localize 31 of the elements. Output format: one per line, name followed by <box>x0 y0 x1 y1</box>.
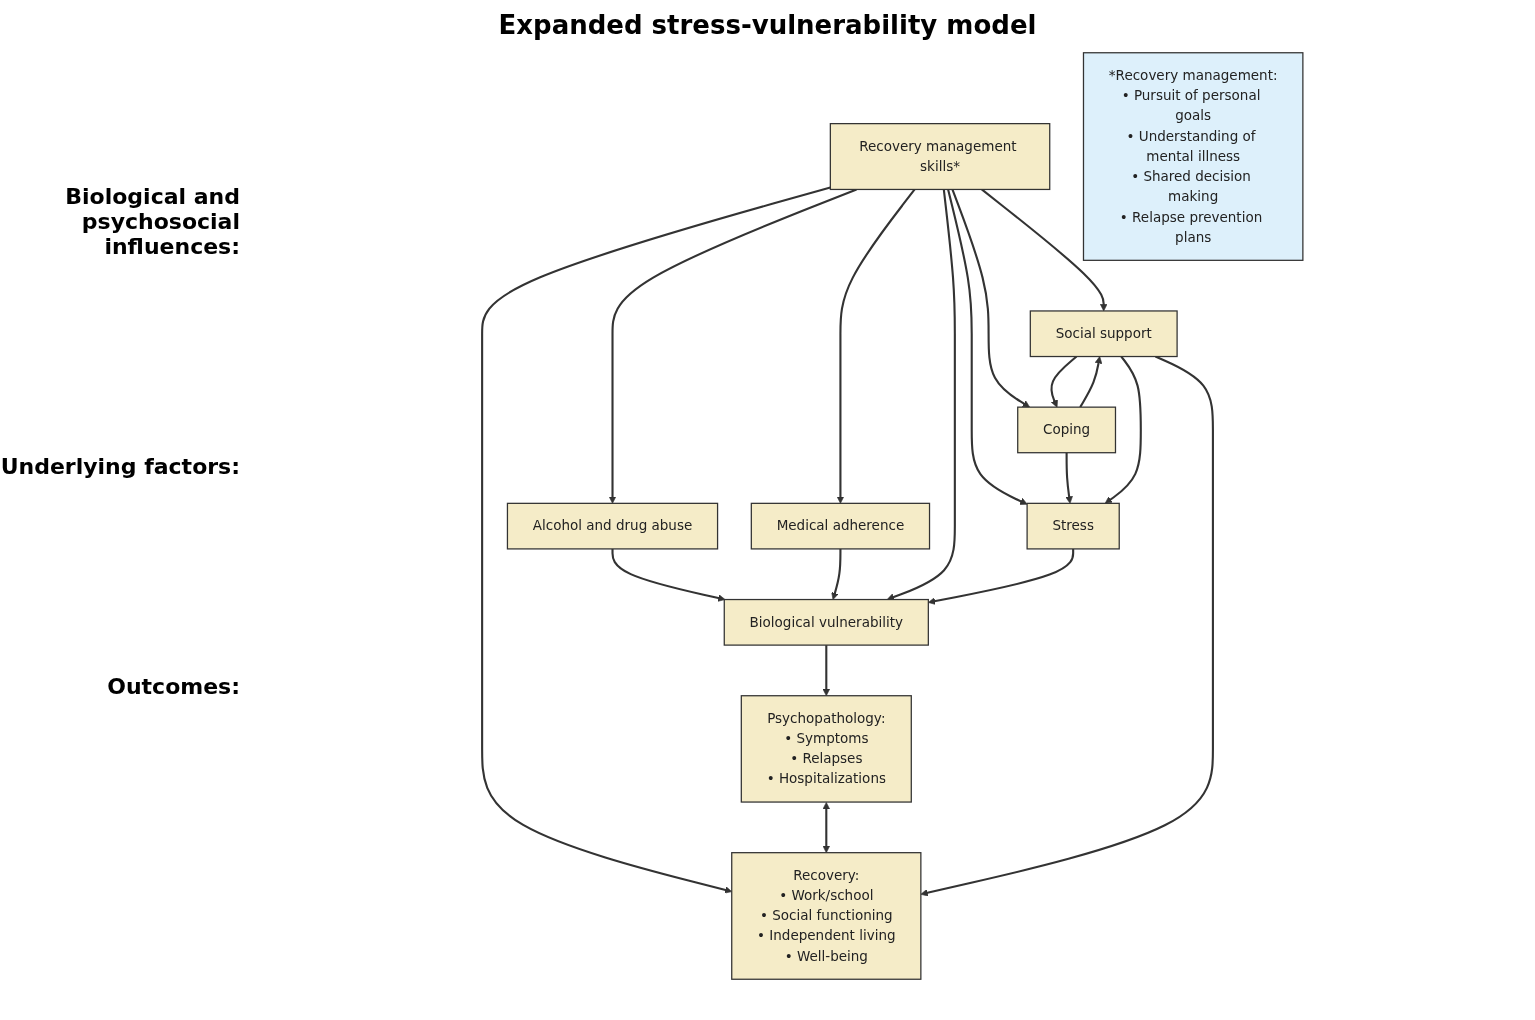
arrow <box>920 355 1214 897</box>
arrow <box>608 188 857 504</box>
arrow <box>1065 452 1073 504</box>
arrow <box>481 186 831 894</box>
diagram-title: Expanded stress-vulnerability model <box>497 9 1038 42</box>
arrow <box>831 548 842 600</box>
node-box: Medical adherence <box>750 502 931 550</box>
arrow <box>947 189 1028 505</box>
arrow <box>981 188 1108 312</box>
node-box: Psychopathology: • Symptoms • Relapses • Hospitalizations <box>740 695 912 803</box>
node-box: Alcohol and drug abuse <box>506 502 719 550</box>
node-box: Stress <box>1026 502 1120 550</box>
node-box: Recovery: • Work/school • Social functioning • Independent living • Well-being <box>731 852 922 980</box>
arrow <box>822 645 830 697</box>
arrow <box>836 188 916 504</box>
arrow <box>928 548 1075 605</box>
row-label: Outcomes: <box>106 673 240 699</box>
arrow <box>1079 356 1103 408</box>
arrow <box>1104 355 1142 504</box>
row-label: Biological and psychosocial influences: <box>64 183 240 259</box>
node-box: Social support <box>1029 310 1178 358</box>
node-box: Biological vulnerability <box>723 598 929 646</box>
arrow <box>822 802 830 853</box>
arrow <box>1050 355 1078 408</box>
row-label: Underlying factors: <box>0 453 240 479</box>
node-box: Recovery management skills* <box>829 123 1051 191</box>
node-box: Coping <box>1017 406 1117 454</box>
node-box: *Recovery management: • Pursuit of personal goals • Understanding of mental illness • Shared decision making • Relapse prevention plans <box>1082 52 1304 261</box>
arrow <box>611 548 726 602</box>
arrow <box>886 189 956 601</box>
arrow <box>951 189 1030 408</box>
